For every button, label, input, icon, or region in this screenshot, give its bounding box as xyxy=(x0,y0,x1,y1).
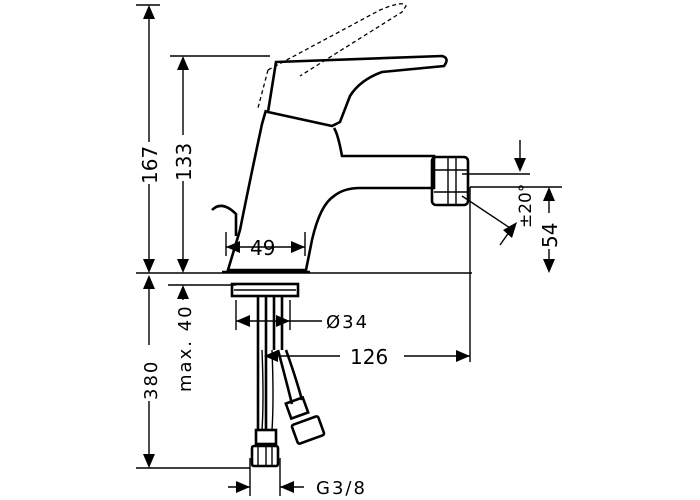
dimension-spout-angle: ±20° xyxy=(461,140,536,246)
label-spout-angle: ±20° xyxy=(516,184,536,228)
arrowhead-icon xyxy=(543,187,555,201)
lever-raised-position xyxy=(257,3,407,109)
dimension-connection-thread: G3/8 xyxy=(228,478,367,499)
dimension-max-counter-thickness: max. 40 xyxy=(175,285,196,392)
arrowhead-icon xyxy=(177,56,189,70)
arrowhead-icon xyxy=(291,241,305,253)
dimension-spout-reach: 126 xyxy=(264,345,470,369)
label-connection-thread: G3/8 xyxy=(316,478,367,499)
arrowhead-icon xyxy=(177,259,189,273)
label-total-height: 167 xyxy=(138,146,162,184)
dimension-height-to-lever: 133 xyxy=(172,56,196,273)
arrowhead-icon xyxy=(264,350,278,362)
label-spout-reach: 126 xyxy=(350,345,388,369)
dimension-base-width: 49 xyxy=(226,236,305,260)
arrowhead-icon xyxy=(177,285,189,299)
arrowhead-icon xyxy=(514,158,526,172)
under-counter-assembly xyxy=(230,282,326,468)
arrowhead-icon xyxy=(143,5,155,19)
dimension-spout-height: 54 xyxy=(538,187,562,273)
arrowhead-icon xyxy=(543,259,555,273)
faucet-body xyxy=(211,54,470,274)
pop-up-rod xyxy=(211,204,238,236)
label-hole-diameter: Ø34 xyxy=(326,312,369,333)
arrowhead-icon xyxy=(143,454,155,468)
arrowhead-icon xyxy=(503,222,517,238)
arrowhead-icon xyxy=(143,275,155,289)
label-max-counter-thickness: max. 40 xyxy=(175,304,196,392)
arrowhead-icon xyxy=(456,350,470,362)
dimension-total-height: 167 xyxy=(138,5,162,273)
dimension-hose-length: 380 xyxy=(138,275,162,468)
mixer-body xyxy=(226,109,436,272)
dimension-hole-diameter: Ø34 xyxy=(236,312,369,333)
spout-nozzle xyxy=(430,155,470,207)
label-height-to-lever: 133 xyxy=(172,143,196,181)
label-hose-length: 380 xyxy=(141,360,162,400)
arrowhead-icon xyxy=(143,259,155,273)
lever-handle xyxy=(266,54,448,128)
label-base-width: 49 xyxy=(250,236,275,260)
arrowhead-icon xyxy=(236,481,250,493)
arrowhead-icon xyxy=(280,481,294,493)
extension-lines xyxy=(136,4,562,496)
hose-connector-right xyxy=(284,395,310,421)
label-spout-height: 54 xyxy=(538,223,562,248)
hose-connector-left xyxy=(254,428,278,446)
arrowhead-icon xyxy=(236,315,250,327)
